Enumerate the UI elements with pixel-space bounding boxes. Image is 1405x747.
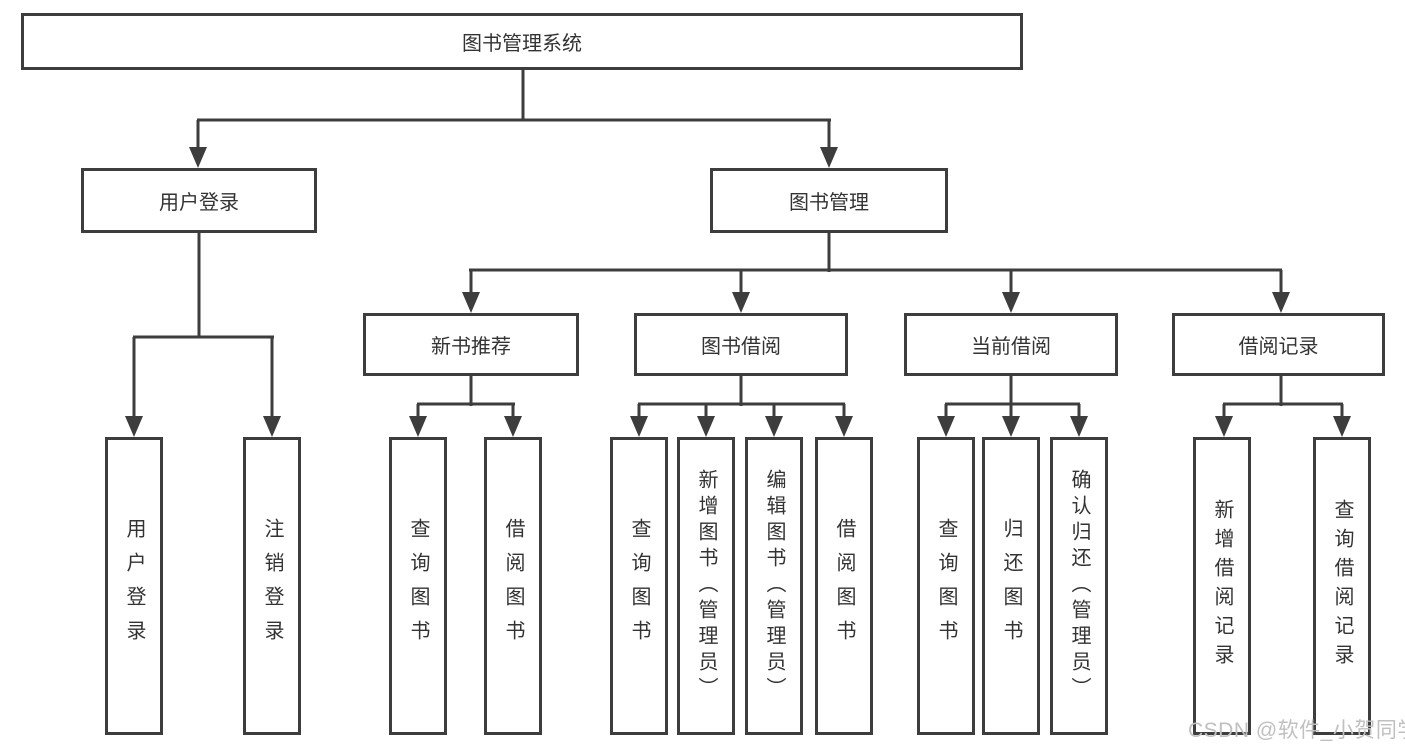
leaf-node-user-login: 用户登录 xyxy=(105,437,163,735)
leaf-label: 新增借阅记录 xyxy=(1211,499,1233,673)
leaf-node-logout: 注销登录 xyxy=(243,437,301,735)
leaf-label: 查询图书 xyxy=(935,518,957,654)
leaf-label: 归还图书 xyxy=(1000,518,1022,654)
leaf-label: 查询图书 xyxy=(407,518,429,654)
node-label: 图书管理系统 xyxy=(462,33,582,55)
node-new-book-recommend: 新书推荐 xyxy=(363,313,579,376)
node-label: 新书推荐 xyxy=(431,336,511,358)
leaf-label: 查询借阅记录 xyxy=(1331,499,1353,673)
node-label: 用户登录 xyxy=(159,192,239,214)
leaf-label: 注销登录 xyxy=(261,518,283,654)
leaf-label: 确认归还（管理员） xyxy=(1068,469,1090,703)
leaf-label: 新增图书（管理员） xyxy=(695,469,717,703)
leaf-node-confirm-return-admin: 确认归还（管理员） xyxy=(1050,437,1108,735)
leaf-node-add-borrow-record: 新增借阅记录 xyxy=(1193,437,1251,735)
node-label: 图书借阅 xyxy=(701,336,781,358)
csdn-watermark: CSDN @软件_小贺同学 xyxy=(1188,719,1405,742)
leaf-node-add-books-admin: 新增图书（管理员） xyxy=(677,437,735,735)
leaf-label: 编辑图书（管理员） xyxy=(763,469,785,703)
leaf-node-edit-books-admin: 编辑图书（管理员） xyxy=(745,437,803,735)
node-label: 当前借阅 xyxy=(971,336,1051,358)
leaf-node-borrow-books: 借阅图书 xyxy=(815,437,873,735)
node-library-system: 图书管理系统 xyxy=(21,13,1023,70)
leaf-node-query-books: 查询图书 xyxy=(917,437,975,735)
node-label: 借阅记录 xyxy=(1238,336,1319,358)
tree-line xyxy=(132,70,1344,422)
node-borrow-records: 借阅记录 xyxy=(1172,313,1385,376)
node-book-management: 图书管理 xyxy=(710,168,948,233)
arrowhead-icon xyxy=(125,147,1351,437)
leaf-node-return-books: 归还图书 xyxy=(982,437,1040,735)
leaf-label: 用户登录 xyxy=(123,518,145,654)
leaf-node-query-books: 查询图书 xyxy=(610,437,668,735)
leaf-label: 查询图书 xyxy=(628,518,650,654)
leaf-label: 借阅图书 xyxy=(833,518,855,654)
node-label: 图书管理 xyxy=(789,192,869,214)
node-book-borrow: 图书借阅 xyxy=(634,313,848,376)
leaf-node-borrow-books: 借阅图书 xyxy=(484,437,542,735)
leaf-label: 借阅图书 xyxy=(502,518,524,654)
node-user-login: 用户登录 xyxy=(81,168,317,233)
node-current-borrow: 当前借阅 xyxy=(904,313,1118,376)
leaf-node-query-borrow-record: 查询借阅记录 xyxy=(1313,437,1371,735)
leaf-node-query-books: 查询图书 xyxy=(389,437,447,735)
